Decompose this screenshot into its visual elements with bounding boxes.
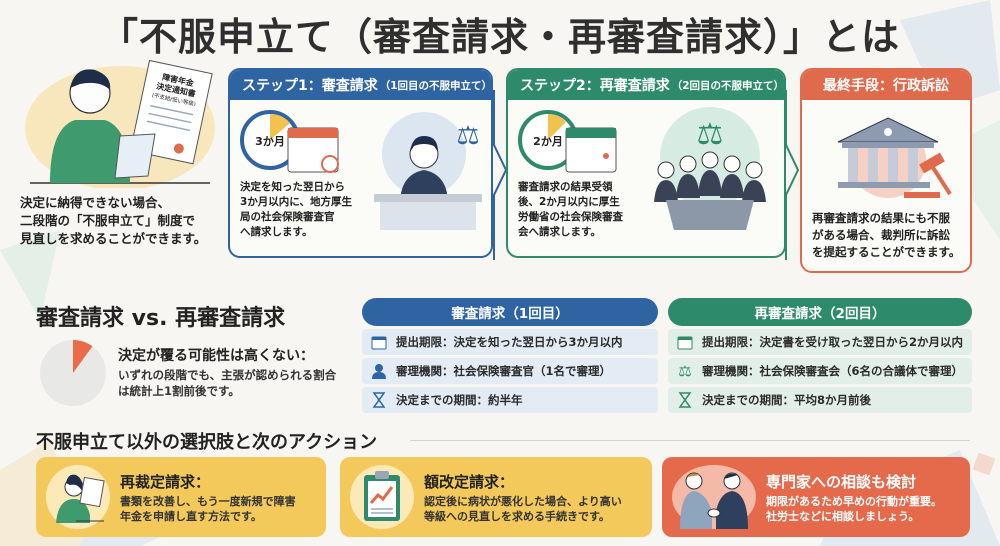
examiner-at-desk-icon: ⚖ (374, 112, 482, 230)
success-rate-note: 決定が覆る可能性は高くない： いずれの段階でも、主張が認められる割合 は統計上1… (118, 348, 337, 398)
final-step-description: 再審査請求の結果にも不服 がある場合、裁判所に訴訟 を提起することができます。 (812, 211, 961, 259)
second-appeal-table: 再審査請求（2回目） 提出期限：決定書を受け取った翌日から2か月以内 ⚖ 審理機… (668, 298, 972, 413)
table-row: ⚖ 審理機関：社会保険審査会（6名の合議体で審理） (668, 358, 972, 384)
courthouse-gavel-icon (837, 117, 952, 198)
step1-card: ステップ1：審査請求（1回目の不服申立て） 3か月 決定を知った翌日から 3か月… (228, 68, 493, 258)
handshake-icon (672, 465, 756, 529)
first-appeal-table: 審査請求（1回目） 提出期限：決定を知った翌日から3か月以内 審理機関：社会保険… (362, 298, 658, 413)
calendar-icon (370, 333, 388, 351)
option-amount-revision-card: 額改定請求： 認定後に病状が悪化した場合、より高い等級への見直しを求める手続きで… (340, 457, 652, 537)
svg-text:⚖: ⚖ (456, 121, 479, 151)
clock-calendar-icon: 3か月 (240, 110, 339, 173)
svg-text:2か月: 2か月 (533, 135, 563, 148)
final-step-card: 最終手段：行政訴訟 再審査請求の結果にも不服 がある場合、裁判所に訴訟 を提起す… (800, 68, 972, 273)
clock-calendar-icon: 2か月 (518, 110, 617, 173)
hourglass-icon (676, 391, 694, 409)
table-row: 提出期限：決定を知った翌日から3か月以内 (362, 329, 658, 355)
table-row: 審理機関：社会保険審査官（1名で審理） (362, 358, 658, 384)
option-consult-expert-card: 専門家への相談も検討 期限があるため早めの行動が重要。社労士などに相談しましょう… (662, 457, 970, 537)
table-row: 提出期限：決定書を受け取った翌日から2か月以内 (668, 329, 972, 355)
step2-header: ステップ2：再審査請求（2回目の不服申立て） (508, 70, 784, 100)
worried-person-illustration: 障害年金 決定通知書 (不支給/低い等級) (20, 58, 220, 190)
person-icon (370, 362, 388, 380)
step2-description: 審査請求の結果受領 後、2か月以内に厚生 労働省の社会保険審査 会へ請求します。 (518, 181, 623, 238)
option-reapplication-card: 再裁定請求： 書類を改善し、もう一度新規で障害年金を申請し直す方法です。 (36, 457, 326, 537)
options-title: 不服申立て以外の選択肢と次のアクション (36, 432, 378, 453)
step2-card: ステップ2：再審査請求（2回目の不服申立て） 2か月 審査請求の結果受領 後、2… (506, 68, 786, 258)
calendar-icon (676, 333, 694, 351)
intro-description: 決定に納得できない場合、 二段階の「不服申立て」制度で 見直しを求めることができ… (20, 195, 207, 246)
success-rate-pie-chart (40, 340, 106, 406)
step1-description: 決定を知った翌日から 3か月以内に、地方厚生 局の社会保険審査官 へ請求します。 (240, 181, 352, 238)
final-step-header: 最終手段：行政訴訟 (802, 70, 970, 100)
person-writing-icon (46, 465, 110, 529)
first-appeal-header: 審査請求（1回目） (362, 298, 658, 326)
step1-header: ステップ1：審査請求（1回目の不服申立て） (230, 70, 491, 100)
clipboard-chart-icon (350, 465, 414, 529)
step2-to-final-arrow-icon (785, 90, 800, 260)
hourglass-icon (370, 391, 388, 409)
table-row: 決定までの期間：平均8か月前後 (668, 387, 972, 413)
svg-text:⚖: ⚖ (697, 117, 724, 152)
scales-icon: ⚖ (678, 362, 692, 380)
second-appeal-header: 再審査請求（2回目） (668, 298, 972, 326)
svg-text:3か月: 3か月 (255, 135, 285, 148)
council-meeting-icon: ⚖ (654, 107, 766, 230)
divider (410, 440, 970, 441)
person-with-notice-icon: 障害年金 決定通知書 (不支給/低い等級) (25, 59, 215, 190)
table-row: 決定までの期間：約半年 (362, 387, 658, 413)
page-title: 「不服申立て（審査請求・再審査請求）」とは (99, 15, 900, 59)
comparison-title: 審査請求 vs. 再審査請求 (36, 306, 286, 331)
intro-section: 障害年金 決定通知書 (不支給/低い等級) 決定に納得できない場合、 二段階の「… (20, 58, 220, 248)
